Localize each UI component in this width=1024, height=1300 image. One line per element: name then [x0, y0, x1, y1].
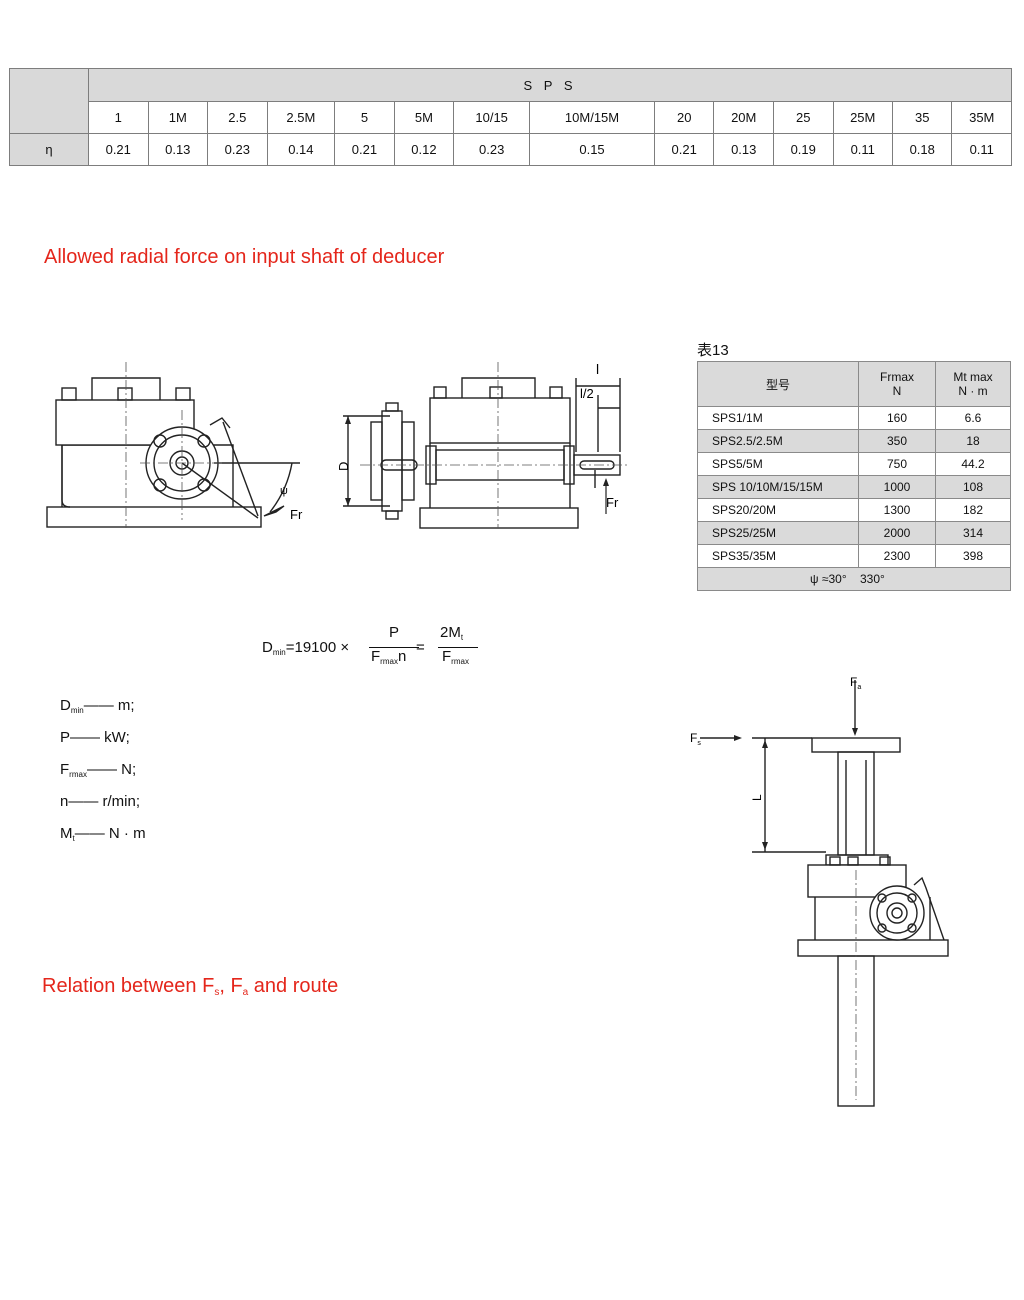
efficiency-cell: 0.11: [832, 133, 893, 166]
section-title-radial-force: Allowed radial force on input shaft of d…: [44, 246, 445, 268]
table13-cell-model: SPS 10/10M/15/15M: [697, 475, 859, 499]
model-cell: 2.5: [207, 101, 268, 134]
table13-cell-mt: 18: [935, 429, 1011, 453]
model-cell: 5M: [393, 101, 455, 134]
model-cell: 10/15: [453, 101, 531, 134]
table13-footer: ψ ≈30° 330°: [697, 567, 1011, 591]
legend-item: n—— r/min;: [60, 793, 141, 810]
screw-jack-drawing: Fa Fs L: [690, 675, 949, 1107]
efficiency-cell: 0.11: [951, 133, 1012, 166]
efficiency-cell: 0.12: [393, 133, 455, 166]
model-cell: 5: [334, 101, 395, 134]
efficiency-cell: 0.19: [772, 133, 834, 166]
section-title-relation: Relation between Fs, Fa and route: [42, 975, 339, 998]
efficiency-cell: 0.14: [266, 133, 336, 166]
table13-cell-frmax: 350: [858, 429, 936, 453]
fa-label: Fa: [850, 675, 861, 691]
efficiency-cell: 0.21: [653, 133, 715, 166]
dim-l-half-label: l/2: [580, 386, 594, 401]
model-cell: 20M: [713, 101, 774, 134]
header-model: 型号: [697, 361, 859, 407]
table13-cell-frmax: 2000: [858, 521, 936, 545]
table13-cell-frmax: 160: [858, 406, 936, 430]
table13-cell-frmax: 2300: [858, 544, 936, 568]
table13-cell-model: SPS20/20M: [697, 498, 859, 522]
table13-cell-mt: 6.6: [935, 406, 1011, 430]
dim-d-label: D: [336, 462, 351, 471]
model-cell: 35M: [951, 101, 1012, 134]
model-cell: 2.5M: [266, 101, 336, 134]
model-cell: 25M: [832, 101, 893, 134]
efficiency-cell: 0.23: [453, 133, 531, 166]
legend-item: Frmax—— N;: [60, 761, 137, 779]
model-cell: 10M/15M: [529, 101, 655, 134]
table13-cell-model: SPS25/25M: [697, 521, 859, 545]
efficiency-cell: 0.18: [891, 133, 953, 166]
table13-cell-mt: 44.2: [935, 452, 1011, 476]
table13-cell-mt: 182: [935, 498, 1011, 522]
table13-cell-frmax: 1000: [858, 475, 936, 499]
eta-label: η: [9, 133, 89, 166]
table13-cell-frmax: 1300: [858, 498, 936, 522]
radial-force-drawing: ψ Fr D l l/2 Fr: [46, 361, 630, 529]
corner-cell: [9, 68, 89, 134]
table13-caption: 表13: [697, 342, 729, 359]
efficiency-cell: 0.21: [88, 133, 149, 166]
table13-cell-frmax: 750: [858, 452, 936, 476]
fr-label-left: Fr: [290, 507, 303, 522]
l-label: L: [750, 794, 764, 801]
dim-l-label: l: [596, 361, 599, 377]
psi-label: ψ: [280, 485, 288, 497]
legend-item: Mt—— N · m: [60, 825, 146, 843]
legend-item: Dmin—— m;: [60, 697, 135, 715]
model-cell: 20: [653, 101, 715, 134]
table13-cell-model: SPS5/5M: [697, 452, 859, 476]
legend-item: P—— kW;: [60, 729, 130, 746]
table13-cell-model: SPS2.5/2.5M: [697, 429, 859, 453]
fr-label-right: Fr: [606, 495, 619, 510]
model-cell: 25: [772, 101, 834, 134]
efficiency-cell: 0.23: [207, 133, 268, 166]
efficiency-cell: 0.13: [147, 133, 209, 166]
efficiency-cell: 0.21: [334, 133, 395, 166]
efficiency-cell: 0.13: [713, 133, 774, 166]
sps-header: S P S: [88, 68, 1012, 102]
efficiency-cell: 0.15: [529, 133, 655, 166]
model-cell: 1: [88, 101, 149, 134]
table13-cell-model: SPS35/35M: [697, 544, 859, 568]
table13-cell-mt: 314: [935, 521, 1011, 545]
model-cell: 1M: [147, 101, 209, 134]
table13-cell-model: SPS1/1M: [697, 406, 859, 430]
model-cell: 35: [891, 101, 953, 134]
fs-label: Fs: [690, 731, 701, 747]
formula-num1: P: [388, 624, 399, 641]
table13-cell-mt: 398: [935, 544, 1011, 568]
table13-cell-mt: 108: [935, 475, 1011, 499]
